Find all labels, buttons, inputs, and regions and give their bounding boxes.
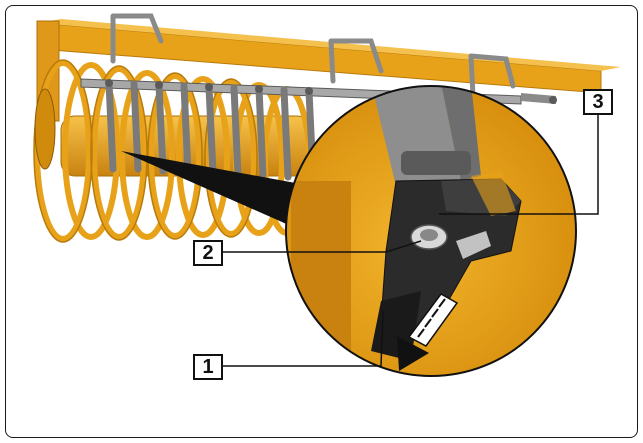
detail-pointer bbox=[121, 151, 301, 226]
detail-lens bbox=[285, 85, 577, 377]
hanger-brackets bbox=[110, 13, 516, 99]
illustration-frame: 1 2 3 bbox=[5, 5, 638, 438]
machine-illustration bbox=[33, 13, 621, 377]
callout-3: 3 bbox=[583, 89, 613, 115]
direction-arrow-icon bbox=[397, 293, 459, 371]
leader-lines bbox=[223, 111, 599, 367]
callout-2: 2 bbox=[193, 240, 223, 266]
callout-1: 1 bbox=[193, 354, 223, 380]
